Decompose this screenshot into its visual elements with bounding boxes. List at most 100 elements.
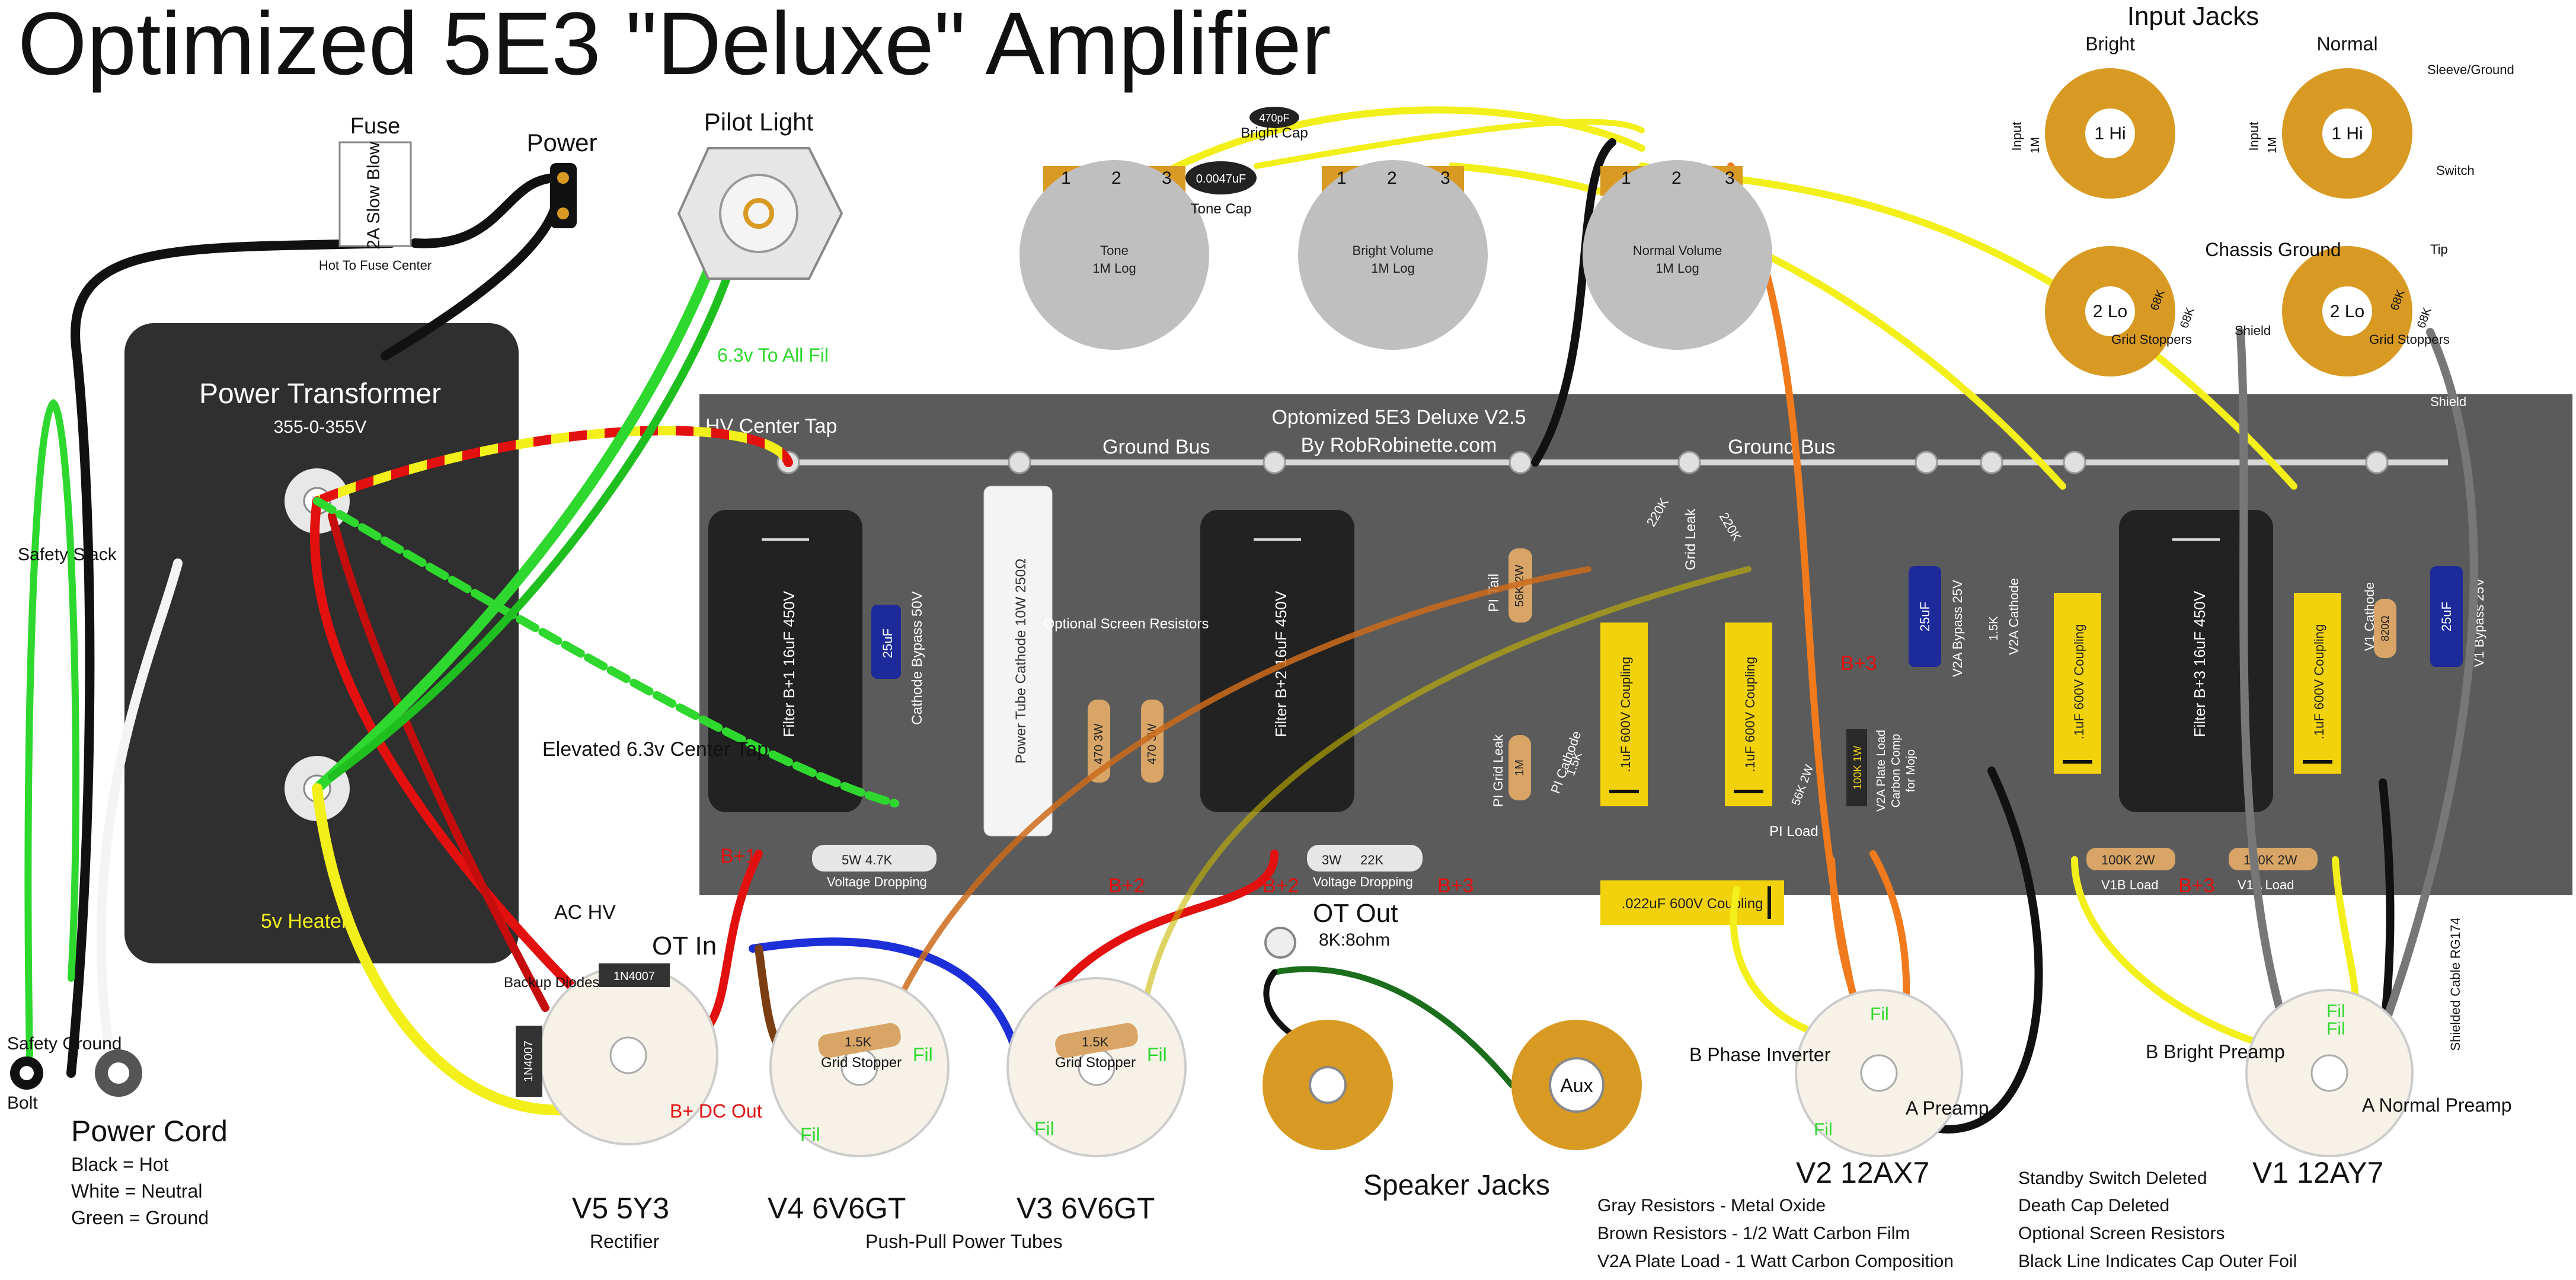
cord-black-label: Black = Hot [71, 1154, 169, 1175]
green-ground-wire [24, 398, 80, 1059]
white-neutral-wire [96, 558, 183, 1078]
bright-hi-jack: 1 Hi [2045, 68, 2175, 199]
v2a-cathode-label: V2A Cathode [2006, 578, 2021, 655]
v4-fil-label: Fil [913, 1044, 933, 1065]
vd1-power: 5W [842, 853, 861, 867]
ground-bus-label-left: Ground Bus [1102, 436, 1210, 458]
input-jacks-label: Input Jacks [2127, 2, 2259, 31]
v2a-cathode-value: 1.5K [1987, 616, 2000, 641]
bright-volume-value: 1M Log [1371, 261, 1414, 276]
v1-bypass-value: 25uF [2439, 602, 2454, 631]
v1-socket [2245, 989, 2414, 1157]
tone-pin-2: 2 [1111, 168, 1121, 188]
power-tube-cathode-label: Power Tube Cathode 10W 250Ω [1013, 558, 1029, 764]
bplus3-label-c: B+3 [2178, 874, 2214, 897]
power-tube-cathode-resistor: Power Tube Cathode 10W 250Ω [983, 486, 1053, 837]
normal-volume-label: Normal Volume [1633, 243, 1722, 258]
ac-hv-wire-b [328, 512, 549, 1012]
bplus2-label-a: B+2 [1108, 874, 1145, 897]
ot-in-label: OT In [652, 931, 717, 960]
tone-pin-1: 1 [1061, 168, 1071, 188]
v1-fil-label: Fil [2326, 1001, 2345, 1021]
v1b-load-label: V1B Load [2101, 877, 2159, 892]
bright-lo-jack: 2 Lo [2045, 246, 2175, 376]
fuse-holder: 2A Slow Blow [338, 141, 412, 250]
vd2-power: 3W [1322, 853, 1341, 867]
normal-volume-value: 1M Log [1655, 261, 1699, 276]
tone-cap-label: Tone Cap [1191, 201, 1252, 217]
normal-lo-label: 2 Lo [2330, 302, 2364, 321]
hot-to-fuse-label: Hot To Fuse Center [319, 258, 432, 273]
backup-diode-a: 1N4007 [599, 963, 670, 987]
note-opt-screen: Optional Screen Resistors [2018, 1224, 2225, 1243]
normal-pin-2: 2 [1671, 168, 1682, 188]
shielded-cable-b [2361, 328, 2478, 1083]
sleeve-ground-label: Sleeve/Ground [2427, 62, 2514, 77]
bright-pin-3: 3 [1440, 168, 1450, 188]
heater-5v-label: 5v Heater [261, 910, 348, 933]
pi-grid-leak-label: PI Grid Leak [1491, 734, 1506, 807]
elevated-ct-label: Elevated 6.3v Center Tap [542, 738, 768, 761]
v3-grid-stopper-value: 1.5K [1082, 1035, 1109, 1049]
fil-wire-green-b [328, 251, 739, 781]
normal-grid-stoppers-label: Grid Stoppers [2369, 332, 2450, 347]
grid-orange-wire-a [892, 566, 1591, 1011]
coupling-cap-022-label: .022uF 600V Coupling [1622, 896, 1763, 912]
normal-pin-3: 3 [1725, 168, 1735, 188]
v2-label: V2 12AX7 [1796, 1156, 1929, 1189]
bright-cap-yellow-wire [1111, 106, 1645, 205]
switch-label: Switch [2436, 163, 2475, 178]
v2a-bypass-value: 25uF [1917, 602, 1932, 631]
ot-blue-wire [749, 937, 1030, 1101]
v2-socket [1795, 989, 1963, 1157]
backup-diodes-label: Backup Diodes [504, 975, 599, 991]
ac-hv-label: AC HV [554, 901, 616, 924]
cord-green-label: Green = Ground [71, 1207, 209, 1228]
v1a-coupling-label: .1uF 600V Coupling [2312, 624, 2326, 739]
tone-cap-value: 0.0047uF [1196, 173, 1247, 186]
cord-white-label: White = Neutral [71, 1180, 202, 1202]
coupling-cap-022: .022uF 600V Coupling [1600, 880, 1784, 925]
power-cord-label: Power Cord [71, 1115, 228, 1148]
filter-cap-2: Filter B+2 16uF 450V [1200, 510, 1354, 812]
v2a-plate-label-3: for Mojo [1904, 749, 1917, 792]
cathode-bypass-value: 25uF [880, 628, 895, 658]
v5-label: V5 5Y3 [572, 1192, 669, 1225]
v4-label: V4 6V6GT [768, 1192, 906, 1225]
tip-label: Tip [2430, 242, 2448, 257]
tone-value: 1M Log [1092, 261, 1136, 276]
bright-cap-link [1254, 119, 1645, 169]
grid-leak-label: Grid Leak [1683, 508, 1699, 570]
a-normal-label: A Normal Preamp [2362, 1094, 2512, 1116]
normal-hi-label: 1 Hi [2331, 124, 2363, 143]
safety-slack-label: Safety Slack [18, 545, 117, 564]
normal-lo-jack: 2 Lo [2282, 246, 2412, 376]
normal-jack-label: Normal [2316, 33, 2377, 55]
bright-volume-label: Bright Volume [1353, 243, 1434, 258]
power-cord-grommet-hole [108, 1062, 129, 1084]
v3-fil-label: Fil [1147, 1044, 1167, 1065]
safety-ground-label: Safety Ground [7, 1034, 122, 1054]
coupling-cap-a-label: .1uF 600V Coupling [1618, 657, 1633, 772]
fil-all-label: 6.3v To All Fil [717, 344, 829, 366]
bright-jack-label: Bright [2085, 33, 2135, 55]
ot-out-green [1271, 966, 1514, 1088]
v2a-bypass-cap: 25uF [1909, 566, 1941, 667]
v3-grid-stopper-label: Grid Stopper [1055, 1055, 1136, 1071]
bolt-hole [20, 1066, 34, 1080]
black-v2-wire [1922, 767, 2043, 1134]
v1-cathode-value: 820Ω [2379, 615, 2391, 641]
tone-pin-3: 3 [1162, 168, 1172, 188]
v2-fil-label: Fil [1870, 1004, 1889, 1024]
normal-hi-jack: 1 Hi [2282, 68, 2412, 199]
ot-out-label: OT Out [1313, 899, 1398, 928]
ot-out-grommet [1264, 927, 1296, 959]
filter-cap-1-label: Filter B+1 16uF 450V [780, 590, 798, 737]
v2a-plate-load-value: 100K 1W [1852, 746, 1864, 790]
v1a-coupling-cap: .1uF 600V Coupling [2294, 593, 2341, 774]
rectifier-label: Rectifier [590, 1231, 660, 1252]
v1-bypass-cap: 25uF [2430, 566, 2463, 667]
v1-fil-label-b: Fil [2326, 1019, 2345, 1039]
shield-label-b: Shield [2430, 394, 2466, 409]
aux-label: Aux [1560, 1075, 1593, 1096]
